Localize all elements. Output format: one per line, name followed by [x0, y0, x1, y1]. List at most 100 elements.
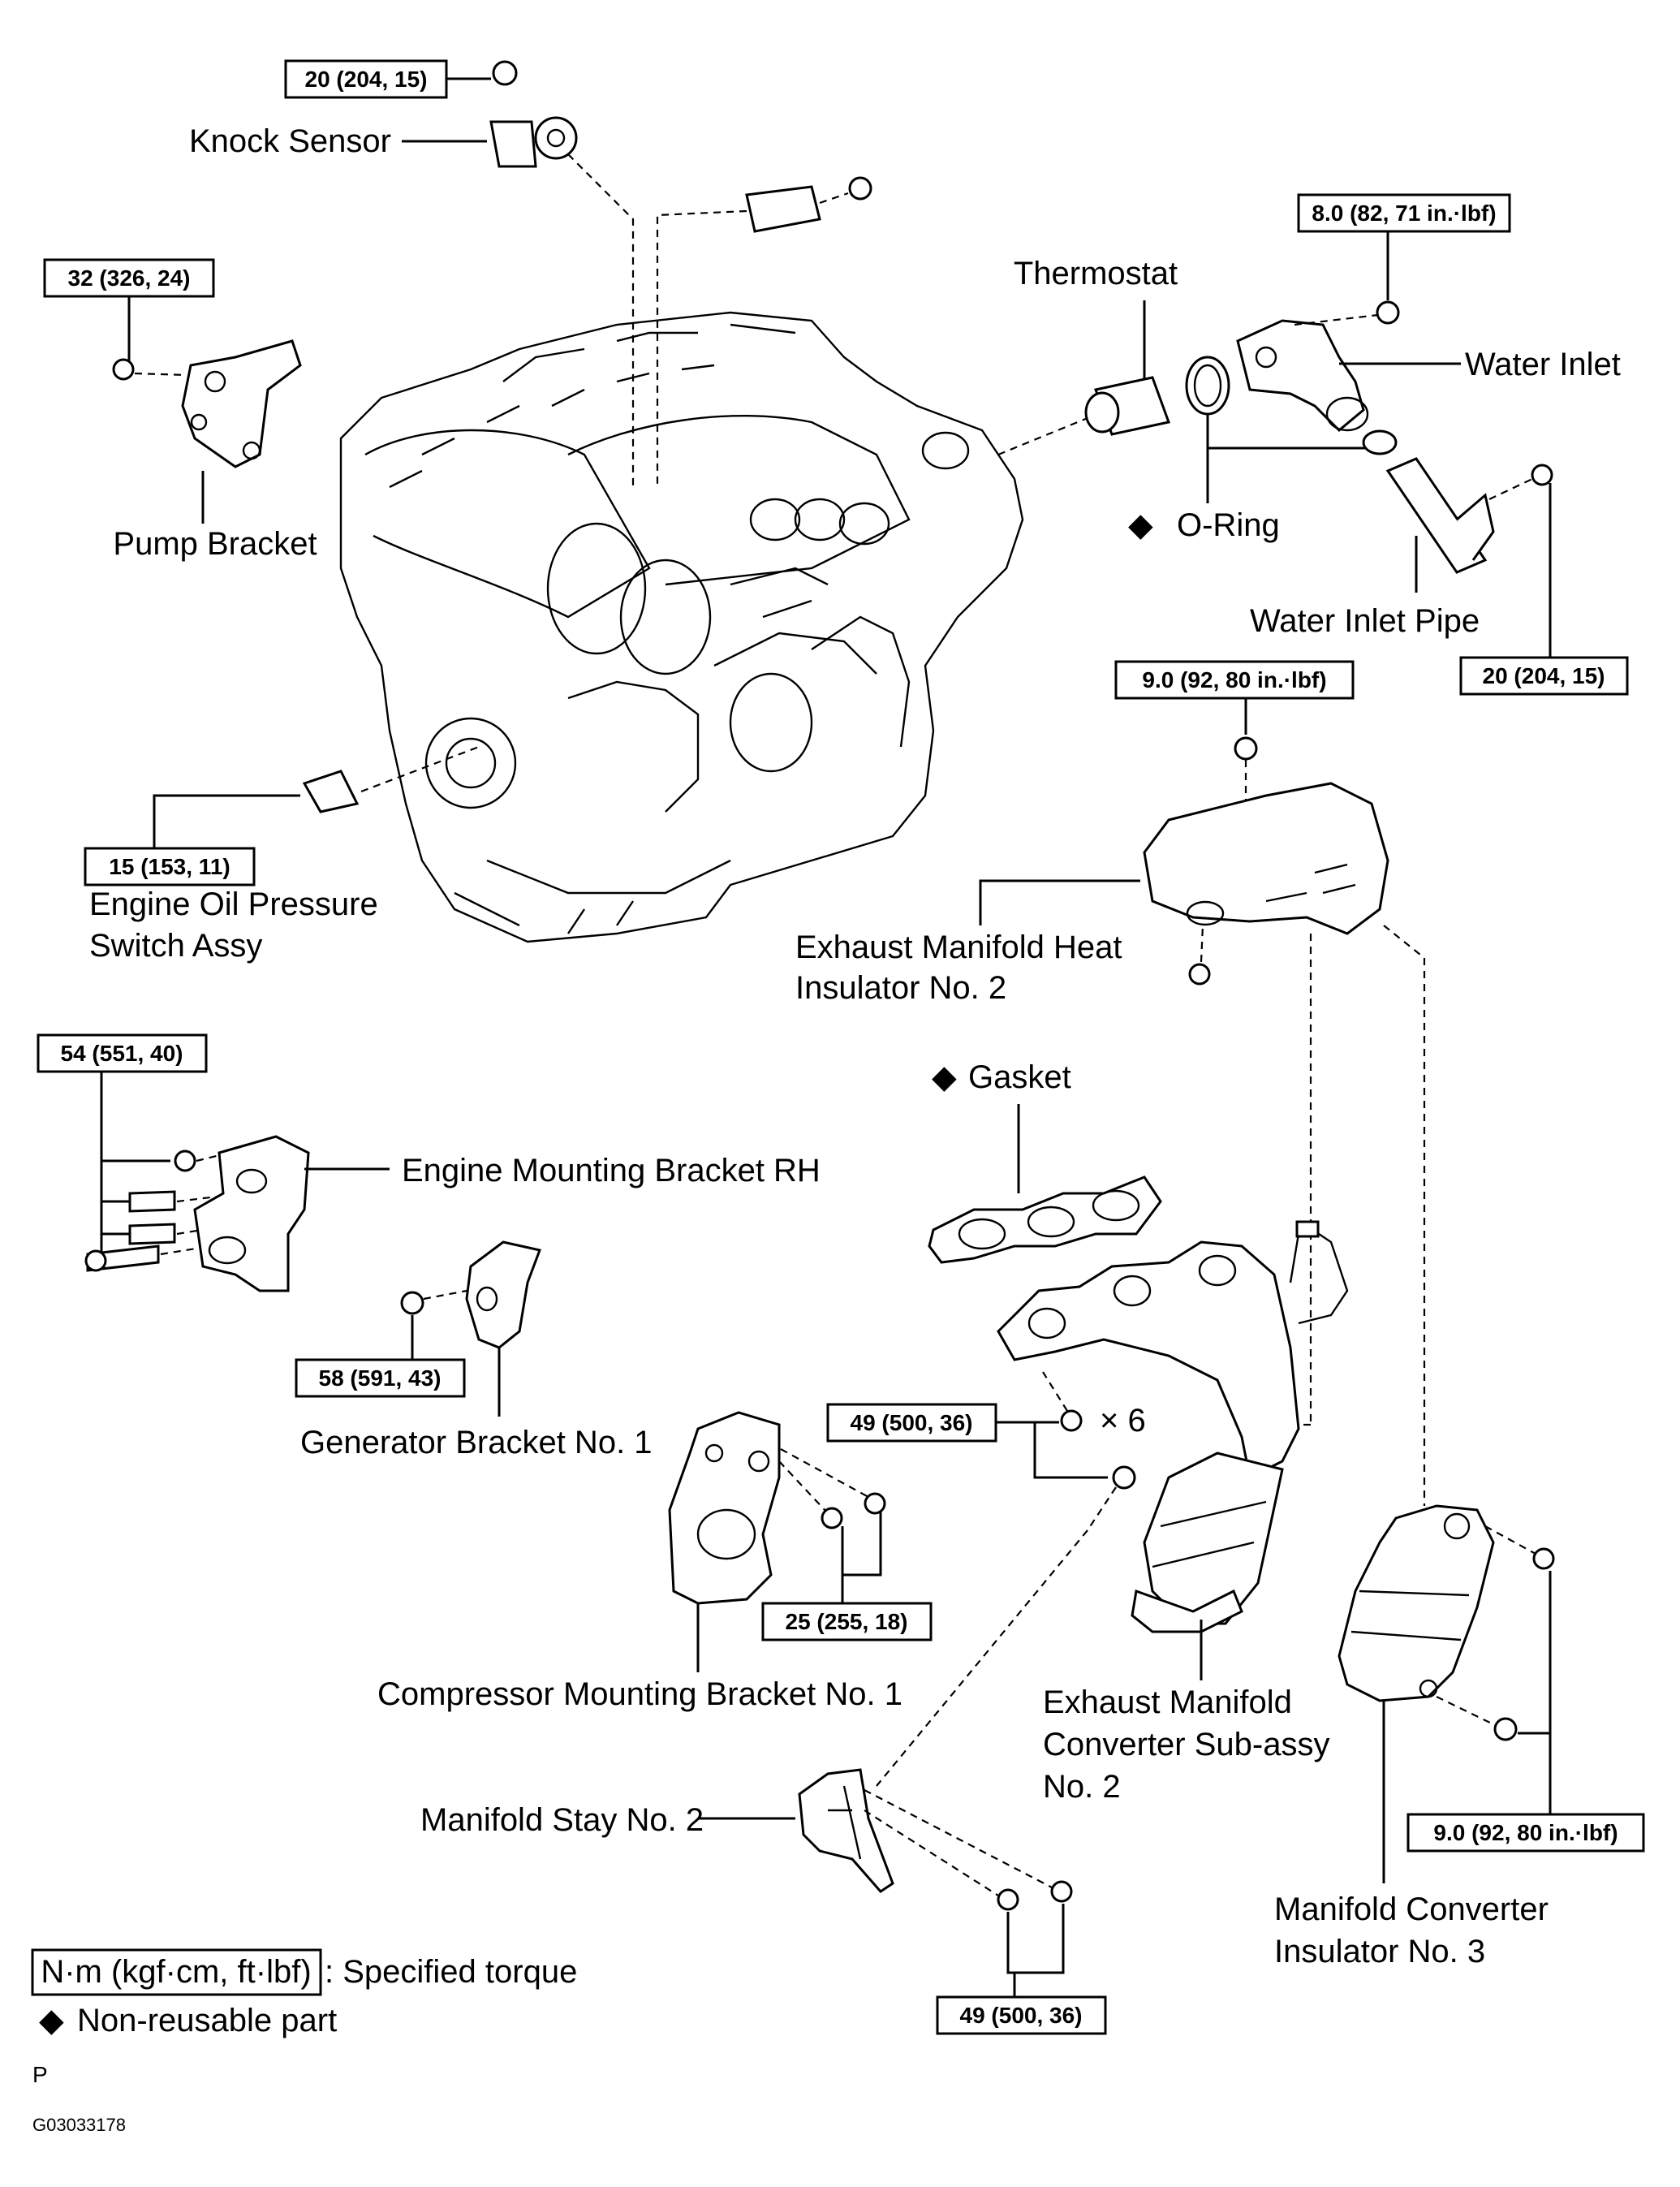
label-water-inlet: Water Inlet [1465, 347, 1621, 382]
engine-assembly-illustration [339, 311, 1024, 943]
compressor-bracket-group: 25 (255, 18) Compressor Mounting Bracket… [377, 1411, 933, 1712]
water-inlet-part [1236, 319, 1365, 433]
water-inlet-bolt [1376, 300, 1400, 325]
torque-box-compressor-bracket [761, 1602, 933, 1641]
compressor-bracket-bolt-1 [821, 1507, 843, 1529]
converter-insulator-group: 9.0 (92, 80 in.·lbf) Manifold Converter … [1274, 1504, 1645, 1969]
torque-engine-mounting-bracket: 54 (551, 40) [61, 1041, 183, 1066]
label-converter-insulator-line2: Insulator No. 3 [1274, 1934, 1485, 1969]
torque-box-oil-pressure-switch [84, 847, 256, 886]
label-heat-insulator-line1: Exhaust Manifold Heat [795, 930, 1122, 965]
pump-bracket-bolt [112, 358, 135, 381]
label-manifold-stay: Manifold Stay No. 2 [420, 1802, 704, 1838]
legend: N·m (kgf·cm, ft·lbf) : Specified torque … [31, 1948, 577, 2038]
torque-manifold-nuts: 49 (500, 36) [851, 1410, 973, 1435]
torque-box-water-inlet-pipe [1459, 656, 1629, 696]
label-engine-mounting-bracket: Engine Mounting Bracket RH [402, 1153, 821, 1188]
torque-manifold-stay: 49 (500, 36) [960, 2003, 1083, 2028]
water-inlet-pipe-part [1385, 457, 1488, 574]
knock-sensor-nut [492, 60, 518, 86]
torque-box-engine-mounting-bracket [37, 1033, 208, 1073]
torque-pump-bracket: 32 (326, 24) [68, 265, 191, 291]
legend-nonreusable-symbol: ◆ [39, 2003, 64, 2038]
torque-water-inlet-pipe: 20 (204, 15) [1483, 663, 1605, 688]
torque-box-knock-sensor [284, 59, 448, 99]
torque-box-water-inlet [1297, 193, 1511, 233]
label-oil-pressure-switch-line1: Engine Oil Pressure [89, 886, 378, 922]
knock-sensor-2-body [745, 185, 821, 233]
converter-insulator-nut [1532, 1547, 1555, 1570]
knock-sensor-body [489, 120, 537, 168]
footer: P G03033178 [32, 2062, 126, 2135]
engine-mounting-bracket-group: 54 (551, 40) Engine Mounting Bracket RH [37, 1033, 821, 1292]
torque-box-converter-insulator [1406, 1813, 1645, 1853]
generator-bracket-group: 58 (591, 43) Generator Bracket No. 1 [295, 1240, 653, 1460]
label-converter-line3: No. 2 [1043, 1769, 1121, 1805]
manifold-stay-bolt-1 [997, 1888, 1019, 1911]
oil-pressure-switch-part [302, 770, 360, 813]
footer-letter: P [32, 2062, 48, 2087]
label-knock-sensor: Knock Sensor [189, 123, 391, 159]
water-inlet-group: 8.0 (82, 71 in.·lbf) Water Inlet [1236, 193, 1621, 433]
exhaust-manifold-part [997, 1240, 1300, 1480]
figure-code: G03033178 [32, 2115, 126, 2135]
label-heat-insulator-line2: Insulator No. 2 [795, 970, 1006, 1006]
manifold-stay-group: Manifold Stay No. 2 49 (500, 36) [420, 1768, 1107, 2035]
label-gasket: Gasket [968, 1059, 1071, 1095]
heat-insulator-bolt-bottom [1188, 963, 1211, 986]
water-inlet-pipe-group: 20 (204, 15) Water Inlet Pipe [1250, 457, 1629, 696]
torque-generator-bracket: 58 (591, 43) [319, 1365, 442, 1391]
torque-converter-insulator: 9.0 (92, 80 in.·lbf) [1433, 1820, 1618, 1845]
converter-insulator-bolt [1493, 1717, 1518, 1741]
legend-nonreusable-desc: Non-reusable part [77, 2003, 337, 2038]
manifold-nut [1060, 1409, 1083, 1432]
label-gasket-symbol: ◆ [932, 1059, 957, 1095]
torque-compressor-bracket: 25 (255, 18) [786, 1609, 908, 1634]
thermostat-group: Thermostat [997, 256, 1230, 456]
water-inlet-pipe-bolt [1531, 464, 1553, 486]
torque-oil-pressure-switch: 15 (153, 11) [109, 854, 230, 879]
label-compressor-bracket: Compressor Mounting Bracket No. 1 [377, 1676, 902, 1712]
heat-insulator-group: 9.0 (92, 80 in.·lbf) Exhaust Manifold He… [795, 660, 1426, 1506]
exhaust-manifold-converter-group: × 6 49 (500, 36) Exhaust Manifold Conver… [826, 1220, 1349, 1805]
label-water-inlet-pipe: Water Inlet Pipe [1250, 603, 1480, 639]
torque-knock-sensor: 20 (204, 15) [305, 67, 428, 92]
torque-box-generator-bracket [295, 1358, 466, 1398]
engine-mount-bracket-part [193, 1135, 310, 1292]
engine-mount-bolt-1 [128, 1190, 176, 1213]
label-o-ring: O-Ring [1177, 507, 1280, 543]
label-o-ring-symbol: ◆ [1128, 507, 1153, 543]
legend-torque-desc: : Specified torque [325, 1954, 577, 1990]
gasket-group: ◆ Gasket [928, 1059, 1162, 1264]
label-pump-bracket: Pump Bracket [113, 526, 317, 562]
o-ring-part [1362, 429, 1398, 455]
o-ring-group: ◆ O-Ring [1128, 414, 1398, 543]
generator-bracket-nut [400, 1291, 424, 1315]
torque-box-manifold-stay [936, 1995, 1107, 2035]
torque-water-inlet: 8.0 (82, 71 in.·lbf) [1312, 201, 1496, 226]
knock-sensor-group: 20 (204, 15) Knock Sensor [189, 59, 872, 487]
legend-torque-box [31, 1948, 322, 1996]
compressor-bracket-bolt-2 [864, 1492, 886, 1515]
torque-box-heat-insulator [1114, 660, 1355, 700]
generator-bracket-part [465, 1240, 542, 1349]
gasket-part [928, 1175, 1162, 1264]
manifold-stay-part [798, 1768, 894, 1893]
converter-insulator-part [1338, 1504, 1495, 1702]
pump-bracket-group: 32 (326, 24) Pump Bracket [43, 258, 317, 562]
label-converter-line1: Exhaust Manifold [1043, 1684, 1292, 1720]
label-thermostat: Thermostat [1014, 256, 1178, 291]
pump-bracket-part [181, 339, 302, 468]
label-converter-insulator-line1: Manifold Converter [1274, 1892, 1549, 1927]
label-oil-pressure-switch-line2: Switch Assy [89, 928, 262, 964]
label-generator-bracket: Generator Bracket No. 1 [300, 1425, 653, 1460]
oil-pressure-switch-group: 15 (153, 11) Engine Oil Pressure Switch … [84, 745, 480, 964]
label-converter-line2: Converter Sub-assy [1043, 1727, 1329, 1762]
heat-insulator-part [1143, 782, 1389, 935]
manifold-stay-bolt-2 [1050, 1880, 1073, 1903]
stay-bolt [1112, 1465, 1136, 1490]
heat-insulator-bolt-top [1234, 736, 1258, 761]
engine-mount-bolt-2 [128, 1223, 176, 1245]
torque-heat-insulator: 9.0 (92, 80 in.·lbf) [1142, 667, 1326, 692]
